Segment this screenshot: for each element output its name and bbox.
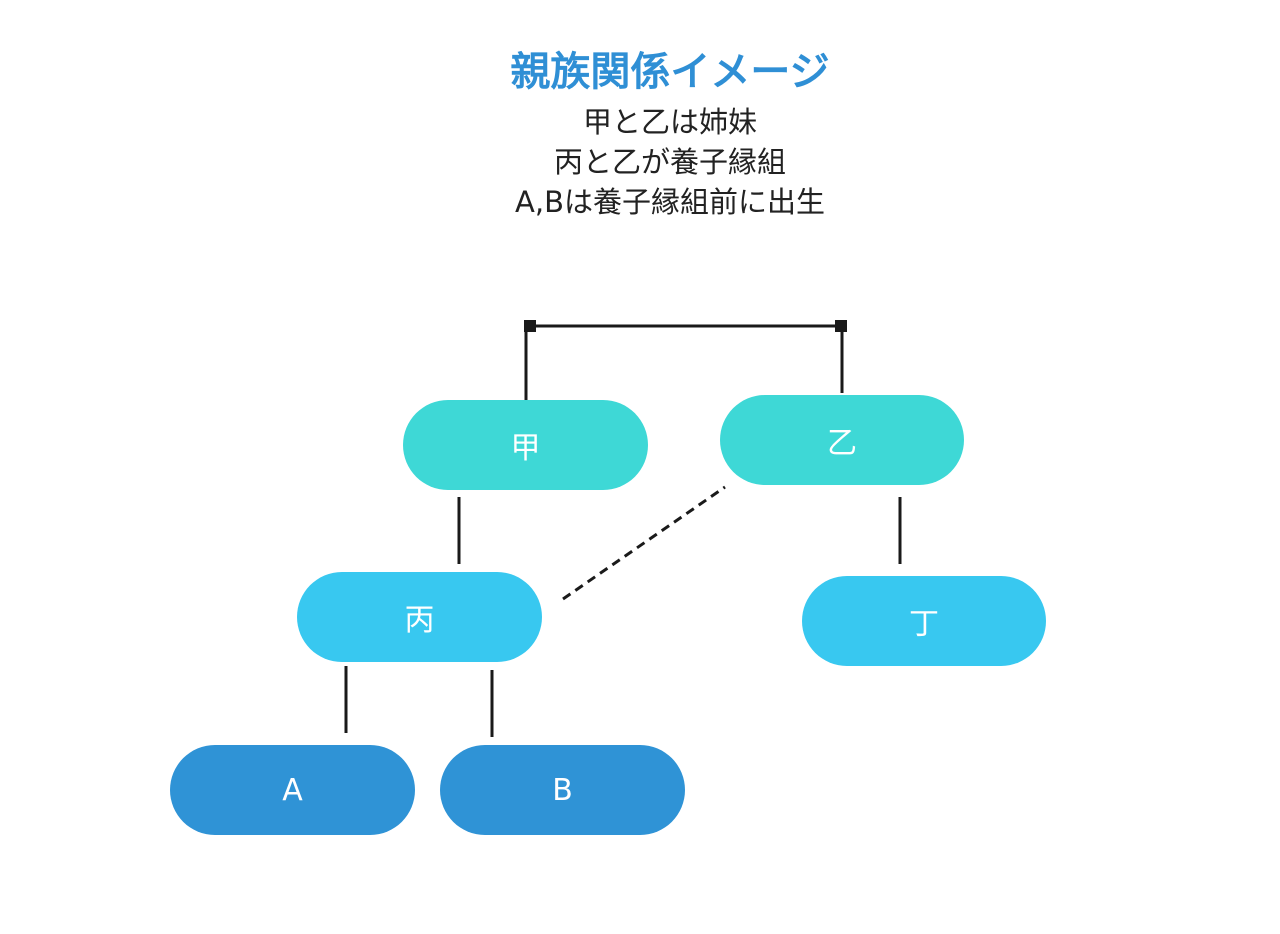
adoption-dashed-line: [562, 485, 726, 601]
subtitle-line-1: 甲と乙は姉妹: [582, 105, 757, 139]
node-b: B: [440, 745, 685, 835]
node-otsu: 乙: [720, 395, 964, 485]
subtitle-line-2: 丙と乙が養子縁組: [553, 145, 786, 179]
sibling-bar-end-right: [835, 320, 847, 332]
node-a: A: [170, 745, 415, 835]
node-otsu-label: 乙: [827, 426, 857, 461]
node-tei-label: 丁: [909, 607, 939, 642]
node-hei: 丙: [297, 572, 542, 662]
node-a-label: A: [282, 772, 303, 808]
node-b-label: B: [552, 772, 573, 808]
sibling-bar-end-left: [524, 320, 536, 332]
node-hei-label: 丙: [404, 603, 435, 638]
node-kou: 甲: [403, 400, 648, 490]
diagram-title: 親族関係イメージ: [510, 49, 830, 95]
subtitle-line-3: A,Bは養子縁組前に出生: [515, 185, 825, 219]
node-tei: 丁: [802, 576, 1046, 666]
node-kou-label: 甲: [510, 431, 541, 466]
